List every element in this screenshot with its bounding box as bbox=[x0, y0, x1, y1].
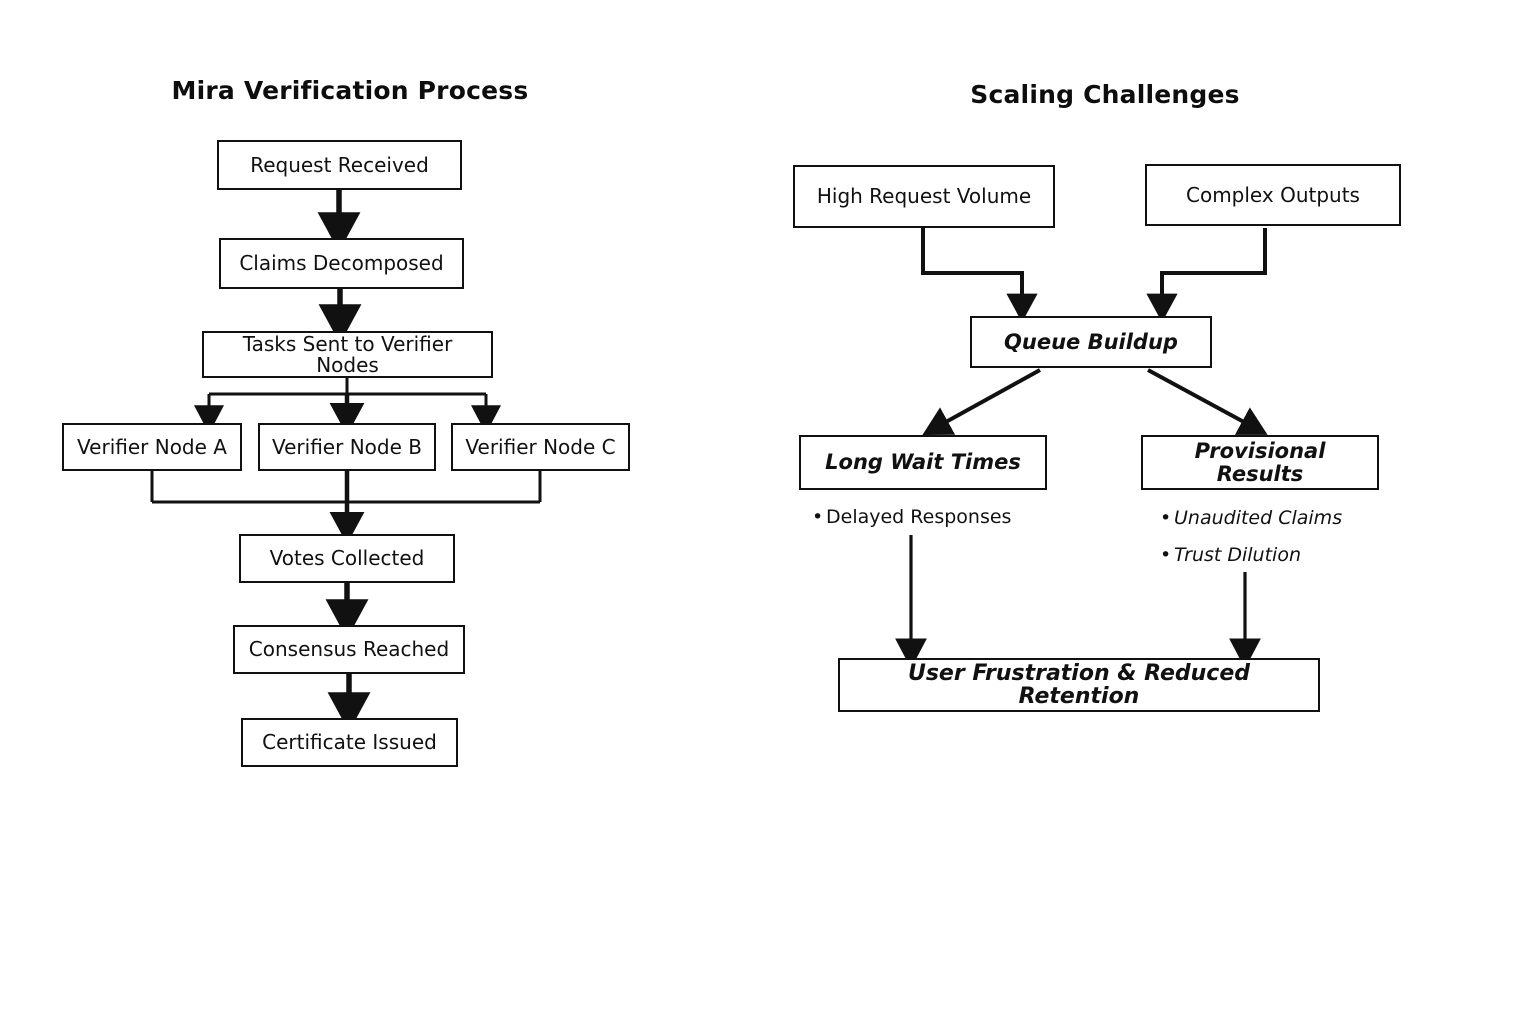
node-label: Verifier Node A bbox=[77, 434, 227, 459]
node-label: Consensus Reached bbox=[248, 637, 450, 661]
edge-outputs-to-queue bbox=[1146, 228, 1267, 323]
bullet-dot-icon: • bbox=[1160, 544, 1172, 566]
node-queue-buildup[interactable]: Queue Buildup bbox=[970, 316, 1212, 368]
node-consensus-reached[interactable]: Consensus Reached bbox=[233, 625, 465, 674]
node-label: Verifier Node C bbox=[465, 434, 616, 459]
bullet-trust-dilution: •Trust Dilution bbox=[1160, 544, 1301, 566]
right-panel-title: Scaling Challenges bbox=[970, 80, 1240, 109]
node-label: Votes Collected bbox=[269, 546, 425, 570]
bullet-unaudited-claims: •Unaudited Claims bbox=[1160, 507, 1342, 529]
bullet-label: Trust Dilution bbox=[1174, 544, 1301, 566]
node-certificate-issued[interactable]: Certificate Issued bbox=[241, 718, 458, 767]
node-label: Certificate Issued bbox=[262, 730, 437, 754]
bullet-delayed-responses: •Delayed Responses bbox=[812, 506, 1011, 528]
edge-volume-to-queue bbox=[921, 228, 1038, 323]
node-label: Claims Decomposed bbox=[239, 251, 444, 275]
node-long-wait-times[interactable]: Long Wait Times bbox=[799, 435, 1047, 490]
bullet-dot-icon: • bbox=[812, 506, 824, 528]
node-votes-collected[interactable]: Votes Collected bbox=[239, 534, 455, 583]
node-label: User Frustration & Reduced Retention bbox=[907, 660, 1251, 709]
node-verifier-node-c[interactable]: Verifier Node C bbox=[451, 423, 630, 471]
node-label: High Request Volume bbox=[816, 184, 1032, 208]
node-label: Request Received bbox=[250, 152, 429, 177]
node-label: Complex Outputs bbox=[1186, 182, 1360, 207]
bullet-dot-icon: • bbox=[1160, 507, 1172, 529]
node-label: Verifier Node B bbox=[272, 434, 422, 459]
node-label: Provisional Results bbox=[1194, 439, 1326, 486]
node-label: Long Wait Times bbox=[825, 450, 1021, 475]
bullet-label: Unaudited Claims bbox=[1174, 507, 1343, 529]
node-claims-decomposed[interactable]: Claims Decomposed bbox=[219, 238, 464, 289]
node-label: Tasks Sent to Verifier Nodes bbox=[242, 331, 453, 377]
node-high-request-volume[interactable]: High Request Volume bbox=[793, 165, 1055, 228]
node-user-frustration-reduced-retention[interactable]: User Frustration & Reduced Retention bbox=[838, 658, 1320, 712]
edge-queue-to-provisional bbox=[1147, 368, 1268, 435]
node-verifier-node-b[interactable]: Verifier Node B bbox=[258, 423, 436, 471]
node-tasks-sent-to-verifier-nodes[interactable]: Tasks Sent to Verifier Nodes bbox=[202, 331, 493, 378]
node-verifier-node-a[interactable]: Verifier Node A bbox=[62, 423, 242, 471]
node-label: Queue Buildup bbox=[1004, 329, 1178, 354]
node-request-received[interactable]: Request Received bbox=[217, 140, 462, 190]
left-panel-title: Mira Verification Process bbox=[171, 76, 529, 105]
node-complex-outputs[interactable]: Complex Outputs bbox=[1145, 164, 1401, 226]
edge-queue-to-wait bbox=[922, 368, 1041, 435]
bullet-label: Delayed Responses bbox=[826, 506, 1012, 528]
node-provisional-results[interactable]: Provisional Results bbox=[1141, 435, 1379, 490]
